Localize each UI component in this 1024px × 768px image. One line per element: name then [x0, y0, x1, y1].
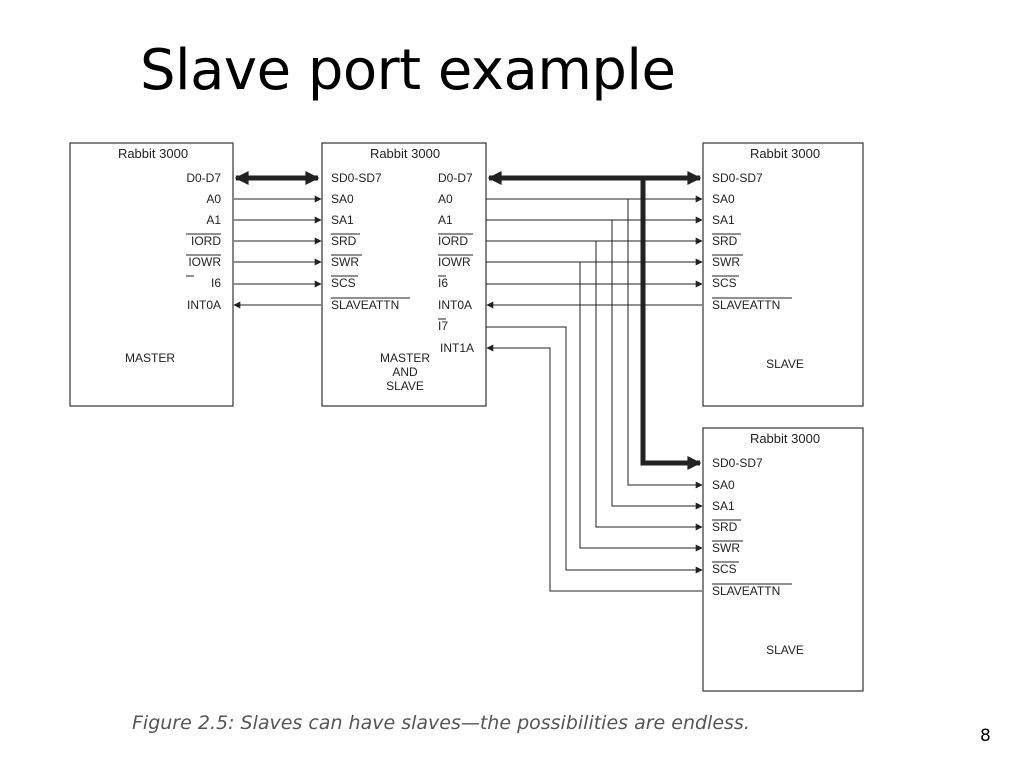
slave-1-role: SLAVE	[766, 357, 804, 371]
slave-1-pin-slaveattn: SLAVEATTN	[712, 298, 780, 312]
mas-pin-i6: I6	[438, 276, 448, 290]
slave-1-pin-srd: SRD	[712, 234, 738, 248]
slave-2-pin-sa1: SA1	[712, 499, 735, 513]
mas-pin-sa1: SA1	[331, 213, 354, 227]
wires-mas-to-slaves	[486, 171, 703, 592]
slide-title: Slave port example	[140, 38, 676, 103]
slave-1-title: Rabbit 3000	[750, 146, 820, 161]
master-pin-iowr: IOWR	[188, 255, 221, 269]
master-chip-role: MASTER	[125, 351, 175, 365]
page-number: 8	[980, 726, 991, 746]
master-and-slave-chip: Rabbit 3000 SD0-SD7 SA0 SA1 SRD SWR SCS …	[321, 142, 487, 407]
mas-pin-i7: I7	[438, 319, 448, 333]
slave-2-title: Rabbit 3000	[750, 431, 820, 446]
mas-pin-scs: SCS	[331, 276, 356, 290]
mas-pin-int1a: INT1A	[440, 341, 474, 355]
slave-2-chip: Rabbit 3000 SD0-SD7 SA0 SA1 SRD SWR SCS …	[702, 427, 864, 692]
mas-pin-iord: IORD	[438, 234, 468, 248]
slave-1-pin-sd0-sd7: SD0-SD7	[712, 171, 763, 185]
master-pin-a0: A0	[206, 192, 221, 206]
mas-pin-d0-d7: D0-D7	[438, 171, 473, 185]
mas-pin-srd: SRD	[331, 234, 357, 248]
mas-pin-a0: A0	[438, 192, 453, 206]
master-chip: Rabbit 3000 D0-D7 A0 A1 IORD IOWR I6 INT…	[69, 142, 234, 407]
mas-role-line-3: SLAVE	[386, 379, 424, 393]
mas-role-line-1: MASTER	[380, 351, 430, 365]
wires-master-to-mas	[233, 171, 322, 309]
slave-2-pin-srd: SRD	[712, 520, 738, 534]
master-pin-iord: IORD	[191, 234, 221, 248]
figure-caption: Figure 2.5: Slaves can have slaves—the p…	[132, 712, 750, 734]
mas-pin-sa0: SA0	[331, 192, 354, 206]
mas-pin-int0a: INT0A	[438, 298, 472, 312]
slave-2-pin-sd0-sd7: SD0-SD7	[712, 456, 763, 470]
slave-1-pin-sa1: SA1	[712, 213, 735, 227]
master-pin-d0-d7: D0-D7	[186, 171, 221, 185]
mas-pin-sd0-sd7: SD0-SD7	[331, 171, 382, 185]
mas-pin-iowr: IOWR	[438, 255, 471, 269]
slave-2-pin-slaveattn: SLAVEATTN	[712, 584, 780, 598]
master-chip-title: Rabbit 3000	[118, 146, 188, 161]
slave-1-pin-scs: SCS	[712, 276, 737, 290]
slave-1-chip: Rabbit 3000 SD0-SD7 SA0 SA1 SRD SWR SCS …	[702, 142, 864, 407]
slave-2-pin-swr: SWR	[712, 541, 740, 555]
mas-pin-slaveattn: SLAVEATTN	[331, 298, 399, 312]
mas-pin-swr: SWR	[331, 255, 359, 269]
master-pin-i6: I6	[211, 276, 221, 290]
mas-pin-a1: A1	[438, 213, 453, 227]
mas-role-line-2: AND	[392, 365, 418, 379]
mas-chip-title: Rabbit 3000	[370, 146, 440, 161]
slave-1-pin-swr: SWR	[712, 255, 740, 269]
data-bus-branch	[640, 178, 702, 470]
slave-1-pin-sa0: SA0	[712, 192, 735, 206]
slave-2-pin-sa0: SA0	[712, 478, 735, 492]
slave-2-pin-scs: SCS	[712, 562, 737, 576]
slave-2-role: SLAVE	[766, 643, 804, 657]
master-pin-a1: A1	[206, 213, 221, 227]
master-pin-int0a: INT0A	[187, 298, 221, 312]
